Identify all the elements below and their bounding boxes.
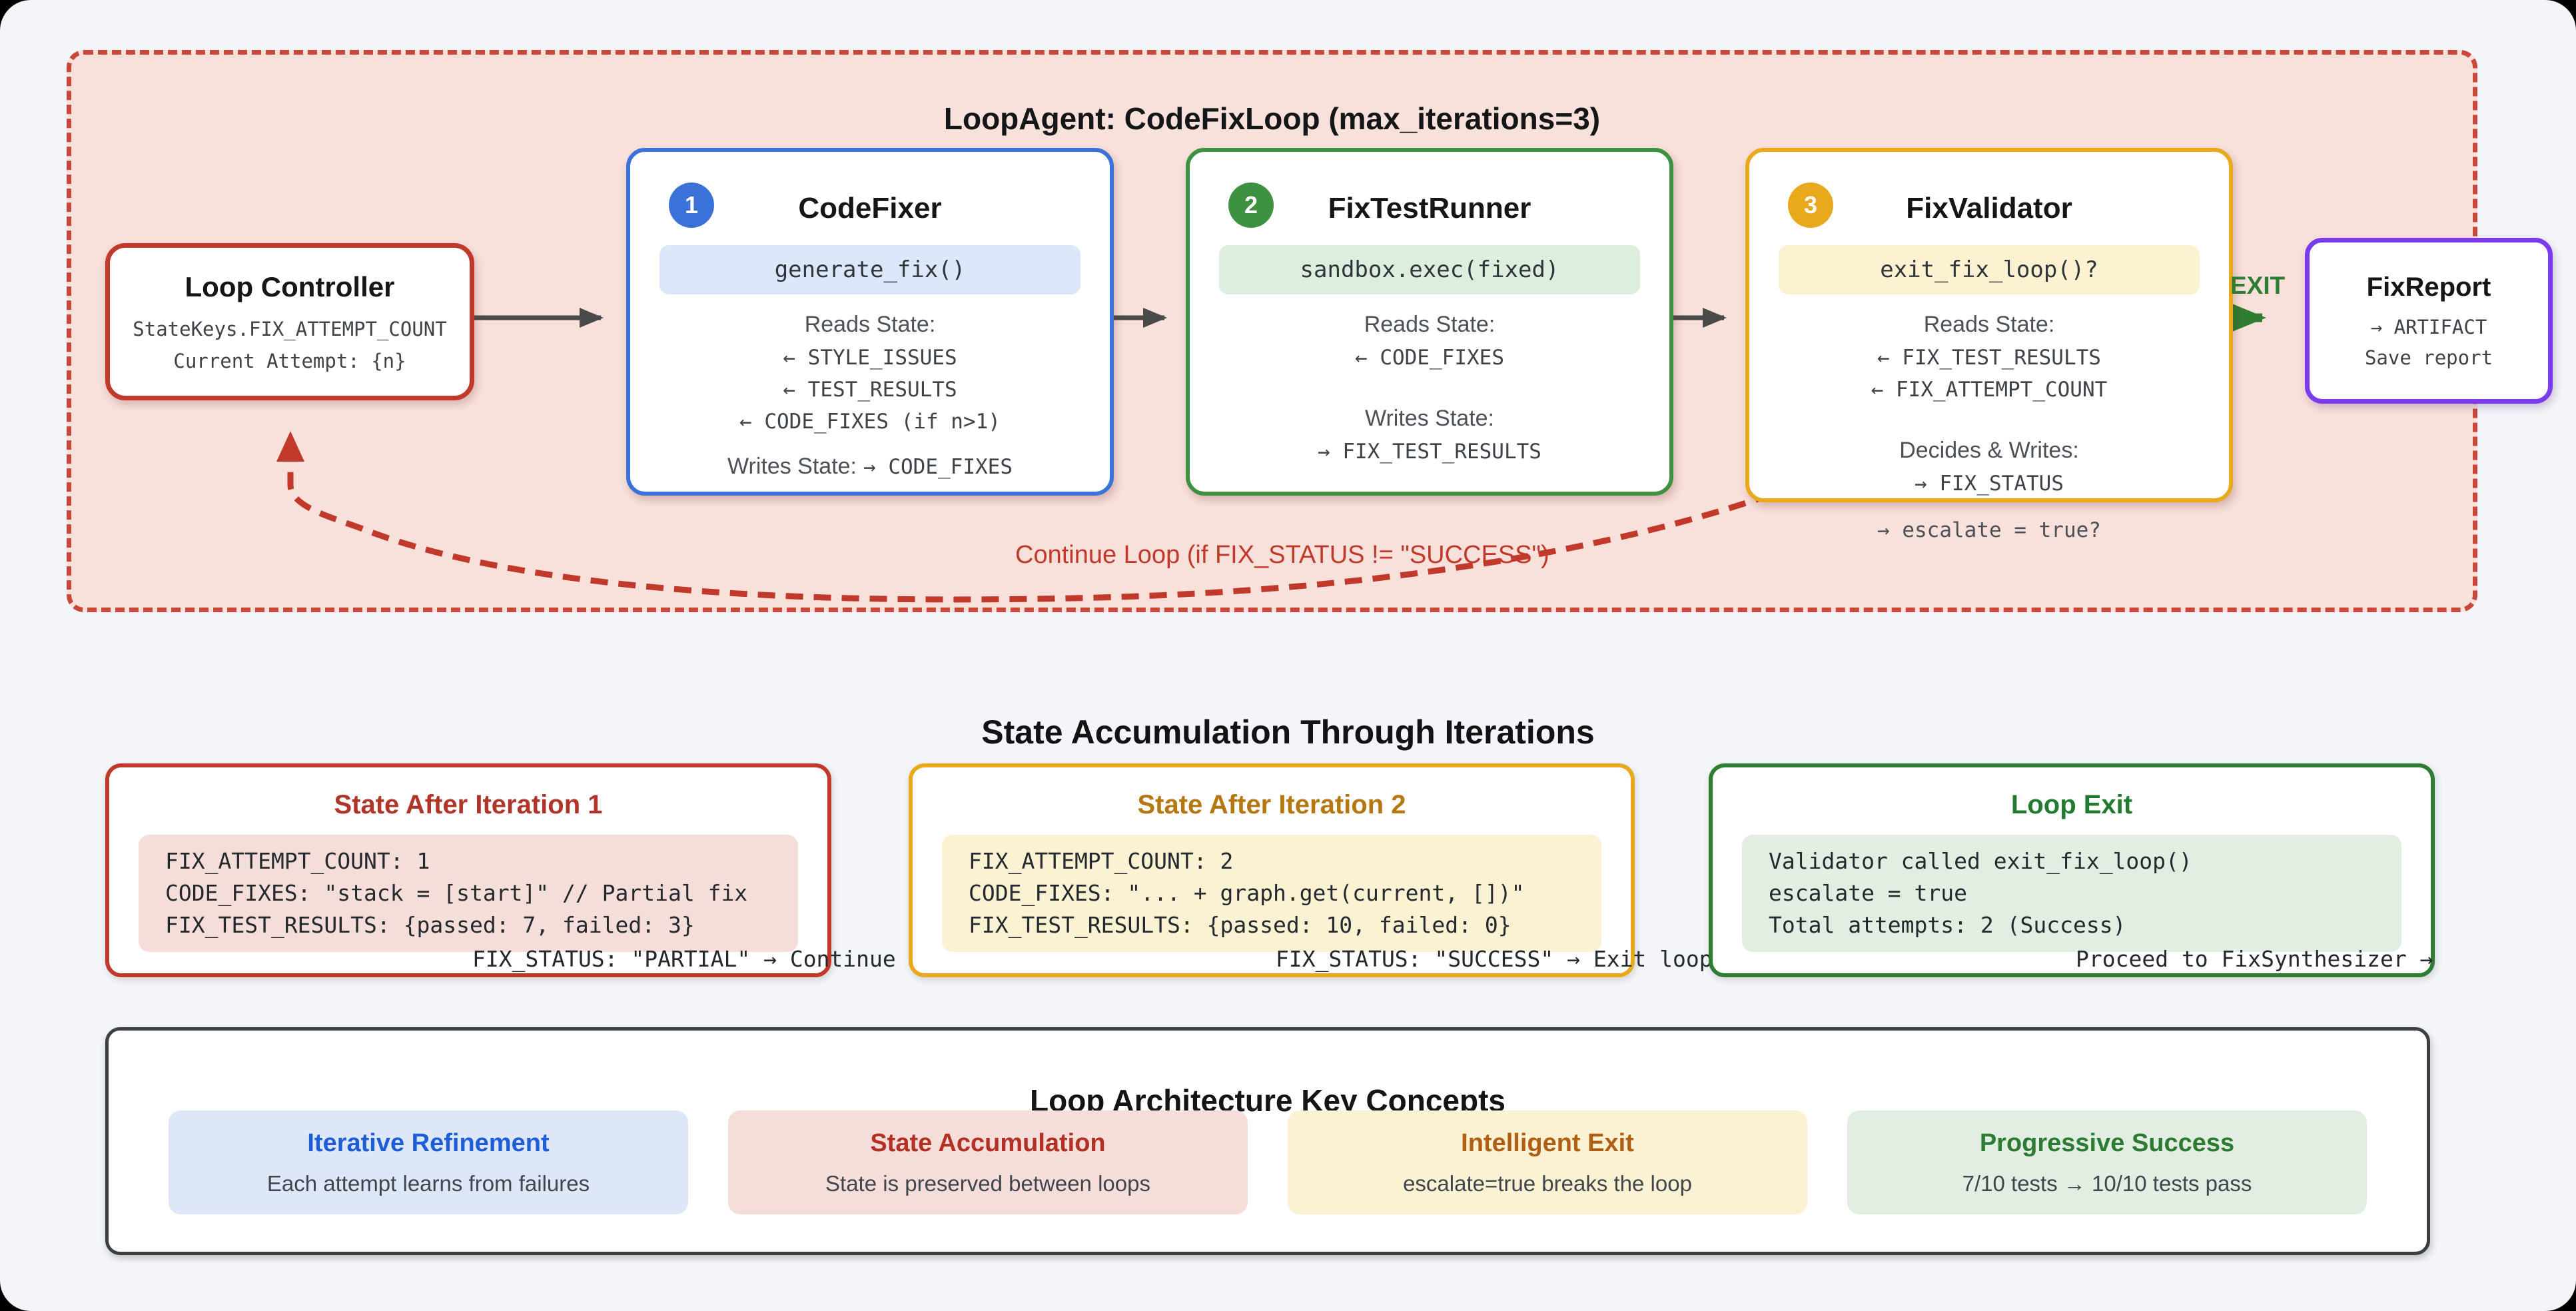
reads-item: ← FIX_ATTEMPT_COUNT xyxy=(1871,378,2108,402)
decides-writes-label: Decides & Writes: xyxy=(1899,438,2079,463)
agent-box-codefixer: 1 CodeFixer generate_fix() Reads State: … xyxy=(626,148,1114,496)
concept-chip-iterative-refinement: Iterative Refinement Each attempt learns… xyxy=(169,1110,688,1214)
state-section-title: State Accumulation Through Iterations xyxy=(981,713,1595,751)
state-overflow-line: Proceed to FixSynthesizer → xyxy=(2076,946,2433,972)
code-line: FIX_ATTEMPT_COUNT: 1 xyxy=(165,848,430,874)
concept-chip-title: Progressive Success xyxy=(1979,1128,2235,1157)
agent-title-fixvalidator: FixValidator xyxy=(1906,192,2072,224)
reads-state-label: Reads State: xyxy=(1923,312,2055,337)
agent-box-fixtestrunner: 2 FixTestRunner sandbox.exec(fixed) Read… xyxy=(1186,148,1673,496)
code-line: CODE_FIXES: "stack = [start]" // Partial… xyxy=(165,880,748,906)
writes-state-label: Writes State: xyxy=(1365,406,1494,431)
reads-item: ← CODE_FIXES xyxy=(1355,346,1504,370)
fix-report-artifact: → ARTIFACT xyxy=(2370,316,2487,338)
exit-label: EXIT xyxy=(2230,272,2286,299)
code-line: FIX_ATTEMPT_COUNT: 2 xyxy=(969,848,1234,874)
writes-state-line: Writes State:→ CODE_FIXES xyxy=(727,454,1013,480)
writes-state-label: Writes State: xyxy=(727,454,857,479)
concept-chip-progressive-success: Progressive Success 7/10 tests → 10/10 t… xyxy=(1847,1110,2367,1214)
agent-title-fixtestrunner: FixTestRunner xyxy=(1328,192,1531,224)
state-card-iteration-2: State After Iteration 2 FIX_ATTEMPT_COUN… xyxy=(909,763,1713,977)
state-card-iteration-1: State After Iteration 1 FIX_ATTEMPT_COUN… xyxy=(105,763,962,977)
concept-chip-state-accumulation: State Accumulation State is preserved be… xyxy=(728,1110,1248,1214)
loop-controller-attempt: Current Attempt: {n} xyxy=(173,350,406,372)
writes-item: → CODE_FIXES xyxy=(863,455,1013,479)
agent-method-pill: generate_fix() xyxy=(659,245,1080,294)
writes-item: → FIX_STATUS xyxy=(1915,472,2064,496)
state-card-title: State After Iteration 1 xyxy=(334,790,603,819)
loop-controller-title: Loop Controller xyxy=(185,271,395,302)
writes-item: → FIX_TEST_RESULTS xyxy=(1318,440,1541,464)
loop-controller-box: Loop Controller StateKeys.FIX_ATTEMPT_CO… xyxy=(105,243,474,400)
fix-report-title: FixReport xyxy=(2366,272,2491,302)
state-card-title: Loop Exit xyxy=(2010,790,2133,819)
state-code-block: Validator called exit_fix_loop() escalat… xyxy=(1742,835,2401,952)
loop-container-title: LoopAgent: CodeFixLoop (max_iterations=3… xyxy=(943,101,1601,136)
code-line: FIX_TEST_RESULTS: {passed: 7, failed: 3} xyxy=(165,912,695,938)
reads-item: ← TEST_RESULTS xyxy=(783,378,957,402)
escalate-overflow-line: → escalate = true? xyxy=(1877,518,2101,542)
concept-chip-intelligent-exit: Intelligent Exit escalate=true breaks th… xyxy=(1288,1110,1807,1214)
state-overflow-line: FIX_STATUS: "PARTIAL" → Continue loop xyxy=(472,946,963,972)
agent-method-pill: exit_fix_loop()? xyxy=(1779,245,2200,294)
fix-report-save: Save report xyxy=(2364,346,2493,369)
concept-chip-desc: escalate=true breaks the loop xyxy=(1403,1170,1692,1196)
reads-item: ← CODE_FIXES (if n>1) xyxy=(739,410,1001,434)
concept-chips-row: Iterative Refinement Each attempt learns… xyxy=(109,1110,2427,1214)
state-code-block: FIX_ATTEMPT_COUNT: 2 CODE_FIXES: "... + … xyxy=(942,835,1601,952)
code-line: Validator called exit_fix_loop() xyxy=(1769,848,2192,874)
concept-chip-title: State Accumulation xyxy=(870,1128,1106,1157)
state-card-loop-exit: Loop Exit Validator called exit_fix_loop… xyxy=(1709,763,2435,977)
reads-item: ← FIX_TEST_RESULTS xyxy=(1877,346,2101,370)
agent-box-fixvalidator: 3 FixValidator exit_fix_loop()? Reads St… xyxy=(1745,148,2233,542)
concept-chip-desc: 7/10 tests → 10/10 tests pass xyxy=(1962,1170,2252,1196)
code-line: CODE_FIXES: "... + graph.get(current, []… xyxy=(969,880,1525,906)
concept-chip-desc: State is preserved between loops xyxy=(825,1170,1150,1196)
code-line: FIX_TEST_RESULTS: {passed: 10, failed: 0… xyxy=(969,912,1511,938)
state-overflow-line: FIX_STATUS: "SUCCESS" → Exit loop xyxy=(1276,946,1713,972)
key-concepts-card: Loop Architecture Key Concepts Iterative… xyxy=(105,1027,2430,1255)
concept-chip-title: Intelligent Exit xyxy=(1461,1128,1634,1157)
agent-title-codefixer: CodeFixer xyxy=(798,192,942,224)
agent-method-pill: sandbox.exec(fixed) xyxy=(1219,245,1640,294)
loop-controller-statekey: StateKeys.FIX_ATTEMPT_COUNT xyxy=(133,318,447,340)
reads-state-label: Reads State: xyxy=(804,312,936,337)
fix-report-box: FixReport → ARTIFACT Save report xyxy=(2305,238,2553,404)
reads-state-label: Reads State: xyxy=(1364,312,1496,337)
concept-chip-desc: Each attempt learns from failures xyxy=(266,1170,590,1196)
state-card-title: State After Iteration 2 xyxy=(1137,790,1406,819)
reads-item: ← STYLE_ISSUES xyxy=(783,346,957,370)
step-badge-2: 2 xyxy=(1228,183,1274,228)
step-badge-1: 1 xyxy=(669,183,714,228)
concept-chip-title: Iterative Refinement xyxy=(307,1128,550,1157)
state-code-block: FIX_ATTEMPT_COUNT: 1 CODE_FIXES: "stack … xyxy=(139,835,798,952)
code-line: escalate = true xyxy=(1769,880,1968,906)
code-line: Total attempts: 2 (Success) xyxy=(1769,912,2126,938)
step-badge-3: 3 xyxy=(1788,183,1833,228)
continue-loop-label: Continue Loop (if FIX_STATUS != "SUCCESS… xyxy=(1015,541,1549,569)
